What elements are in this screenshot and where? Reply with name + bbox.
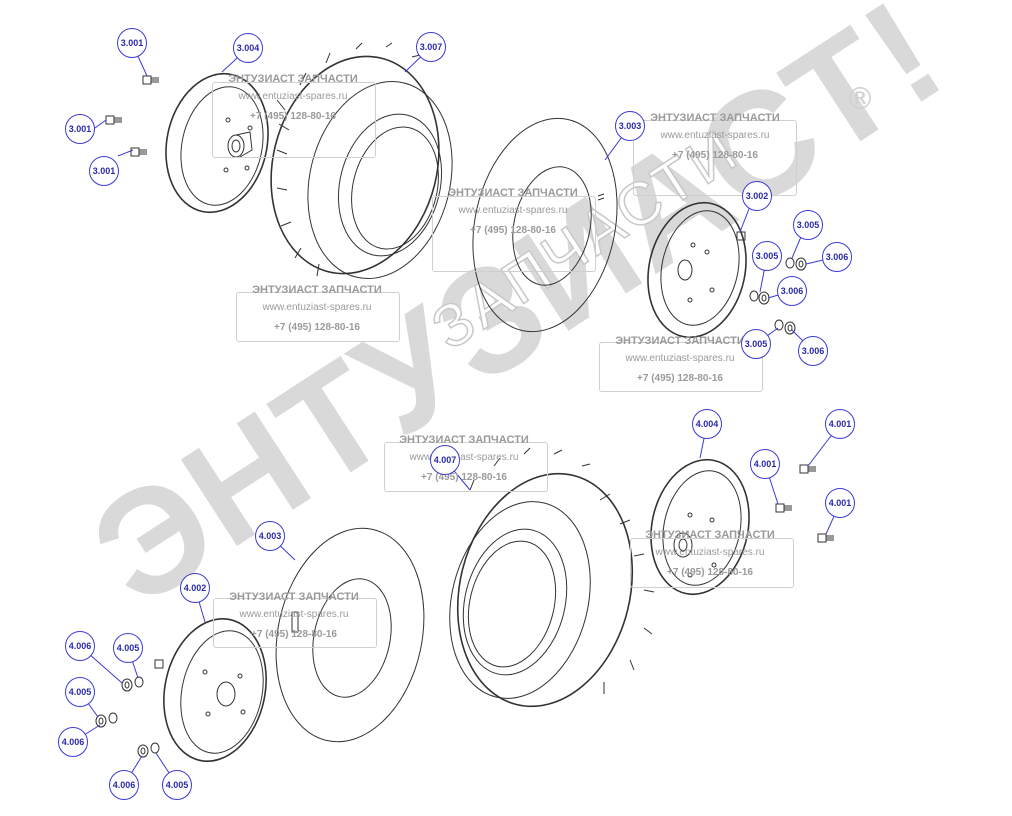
part-label-4005[interactable]: 4.005 — [162, 770, 192, 800]
part-label-4005[interactable]: 4.005 — [113, 633, 143, 663]
watermark-block: ЭНТУЗИАСТ ЗАПЧАСТИ www.entuziast-spares.… — [223, 74, 363, 122]
part-label-3005[interactable]: 3.005 — [741, 329, 771, 359]
part-label-3003[interactable]: 3.003 — [615, 111, 645, 141]
watermark-url: www.entuziast-spares.ru — [660, 130, 770, 141]
nut-4006-c — [137, 744, 149, 758]
watermark-phone: +7 (495) 128-80-16 — [470, 225, 556, 236]
watermark-url: www.entuziast-spares.ru — [409, 452, 519, 463]
part-label-3001[interactable]: 3.001 — [89, 156, 119, 186]
watermark-phone: +7 (495) 128-80-16 — [672, 150, 758, 161]
washer-3005-c — [774, 319, 784, 331]
watermark-url: www.entuziast-spares.ru — [458, 205, 568, 216]
watermark-title: ЭНТУЗИАСТ ЗАПЧАСТИ — [252, 284, 382, 296]
nut-3006-a — [795, 257, 807, 271]
watermark-frame — [633, 120, 797, 196]
washer-4005-c — [150, 742, 160, 754]
watermark-frame — [599, 342, 763, 392]
part-label-4006[interactable]: 4.006 — [109, 770, 139, 800]
part-label-3005[interactable]: 3.005 — [793, 210, 823, 240]
watermark-title: ЭНТУЗИАСТ ЗАПЧАСТИ — [229, 591, 359, 603]
tire-4007 — [449, 447, 655, 708]
watermark-phone: +7 (495) 128-80-16 — [250, 111, 336, 122]
watermark-title: ЭНТУЗИАСТ ЗАПЧАСТИ — [448, 187, 578, 199]
part-label-4004[interactable]: 4.004 — [692, 409, 722, 439]
part-label-3006[interactable]: 3.006 — [777, 276, 807, 306]
watermark-frame — [236, 292, 400, 342]
part-label-4001[interactable]: 4.001 — [750, 449, 780, 479]
tube-flap-4003 — [275, 527, 425, 743]
part-label-4003[interactable]: 4.003 — [255, 521, 285, 551]
part-label-4006[interactable]: 4.006 — [65, 631, 95, 661]
part-label-3006[interactable]: 3.006 — [798, 336, 828, 366]
part-label-4006[interactable]: 4.006 — [58, 727, 88, 757]
watermark-block: ЭНТУЗИАСТ ЗАПЧАСТИ www.entuziast-spares.… — [224, 592, 364, 640]
bolt-3001-a — [142, 75, 159, 85]
watermark-phone: +7 (495) 128-80-16 — [274, 322, 360, 333]
watermark-block: ЭНТУЗИАСТ ЗАПЧАСТИ www.entuziast-spares.… — [645, 113, 785, 161]
nut-4006-a — [121, 678, 133, 692]
bolt-3001-c — [130, 147, 147, 157]
watermark-phone: +7 (495) 128-80-16 — [421, 472, 507, 483]
watermark-frame — [212, 82, 376, 158]
watermark-block: ЭНТУЗИАСТ ЗАПЧАСТИ www.entuziast-spares.… — [394, 435, 534, 483]
part-label-4002[interactable]: 4.002 — [180, 573, 210, 603]
watermark-frame — [630, 538, 794, 588]
watermark-block: ЭНТУЗИАСТ ЗАПЧАСТИ www.entuziast-spares.… — [640, 530, 780, 578]
part-label-3005[interactable]: 3.005 — [752, 241, 782, 271]
watermark-phone: +7 (495) 128-80-16 — [637, 373, 723, 384]
watermark-title: ЭНТУЗИАСТ ЗАПЧАСТИ — [615, 335, 745, 347]
watermark-frame — [384, 442, 548, 492]
wheel-disc-3002 — [647, 201, 747, 339]
watermark-url: www.entuziast-spares.ru — [655, 547, 765, 558]
nut-3006-c — [784, 321, 796, 335]
watermark-frame — [213, 598, 377, 648]
bolt-4001-c — [817, 533, 834, 543]
watermark-block: ЭНТУЗИАСТ ЗАПЧАСТИ www.entuziast-spares.… — [610, 336, 750, 384]
part-label-3001[interactable]: 3.001 — [117, 28, 147, 58]
part-label-4001[interactable]: 4.001 — [825, 488, 855, 518]
watermark-phone: +7 (495) 128-80-16 — [667, 567, 753, 578]
part-label-4007[interactable]: 4.007 — [430, 445, 460, 475]
wheel-disc-4004 — [650, 458, 750, 596]
watermark-block: ЭНТУЗИАСТ ЗАПЧАСТИ www.entuziast-spares.… — [443, 188, 583, 236]
part-label-3001[interactable]: 3.001 — [65, 114, 95, 144]
part-label-3007[interactable]: 3.007 — [416, 32, 446, 62]
watermark-url: www.entuziast-spares.ru — [239, 609, 349, 620]
watermark-title: ЭНТУЗИАСТ ЗАПЧАСТИ — [650, 112, 780, 124]
watermark-title: ЭНТУЗИАСТ ЗАПЧАСТИ — [228, 73, 358, 85]
watermark-frame — [432, 196, 596, 272]
wheel-disc-3004 — [165, 72, 269, 214]
part-label-3006[interactable]: 3.006 — [822, 242, 852, 272]
watermark-title: ЭНТУЗИАСТ ЗАПЧАСТИ — [645, 529, 775, 541]
washer-4005-b — [108, 712, 118, 724]
registered-mark: ® — [845, 82, 875, 117]
watermark-block: ЭНТУЗИАСТ ЗАПЧАСТИ www.entuziast-spares.… — [247, 285, 387, 333]
tube-flap-3003 — [472, 117, 618, 333]
bolt-4001-a — [799, 464, 816, 474]
washer-3005-b — [749, 290, 759, 302]
watermark-url: www.entuziast-spares.ru — [625, 353, 735, 364]
watermark-url: www.entuziast-spares.ru — [238, 91, 348, 102]
washer-4005-a — [134, 676, 144, 688]
part-label-3004[interactable]: 3.004 — [233, 33, 263, 63]
watermark-title: ЭНТУЗИАСТ ЗАПЧАСТИ — [399, 434, 529, 446]
part-label-3002[interactable]: 3.002 — [742, 181, 772, 211]
watermark-url: www.entuziast-spares.ru — [262, 302, 372, 313]
nut-3006-b — [758, 291, 770, 305]
watermark-phone: +7 (495) 128-80-16 — [251, 629, 337, 640]
part-label-4005[interactable]: 4.005 — [65, 677, 95, 707]
nut-4006-b — [95, 714, 107, 728]
part-label-4001[interactable]: 4.001 — [825, 409, 855, 439]
washer-3005-a — [785, 257, 795, 269]
bolt-3001-b — [105, 115, 122, 125]
wheel-disc-4002 — [154, 618, 267, 762]
bolt-4001-b — [775, 503, 792, 513]
